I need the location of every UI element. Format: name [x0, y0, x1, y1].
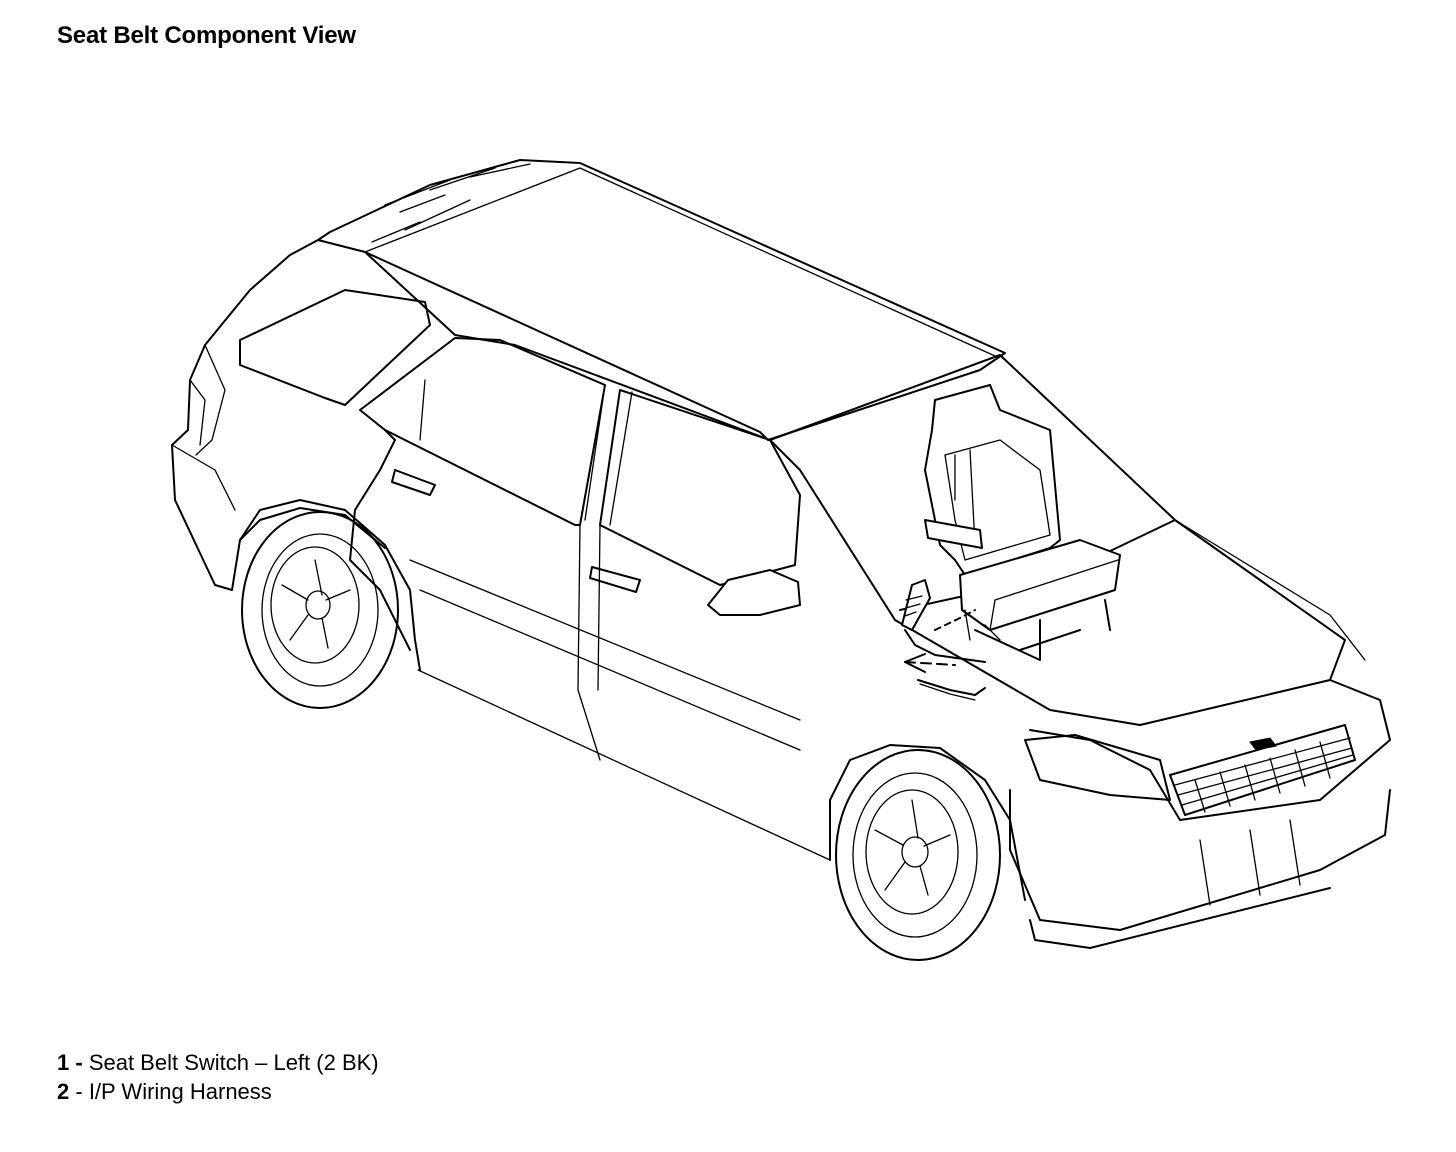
legend-separator: -	[69, 1079, 89, 1104]
legend-item-1: 1 - Seat Belt Switch – Left (2 BK)	[57, 1048, 379, 1077]
vehicle-rear	[171, 239, 431, 671]
front-grille	[1169, 724, 1356, 816]
side-mirror	[707, 569, 801, 616]
legend-separator: -	[69, 1050, 89, 1075]
vehicle-roof	[317, 159, 1006, 441]
legend-label: I/P Wiring Harness	[88, 1079, 272, 1104]
legend-label: Seat Belt Switch – Left (2 BK)	[88, 1050, 379, 1075]
front-wheel	[829, 744, 1026, 961]
vehicle-side	[349, 251, 831, 861]
legend-number: 2	[57, 1079, 70, 1104]
front-bumper	[1009, 734, 1391, 949]
ip-wiring-harness	[904, 653, 986, 701]
legend: 1 - Seat Belt Switch – Left (2 BK) 2 - I…	[57, 1048, 379, 1106]
page-title: Seat Belt Component View	[57, 22, 356, 49]
driver-seat	[924, 384, 1121, 661]
seat-belt-switch	[901, 579, 986, 663]
rear-wheel	[239, 507, 399, 709]
legend-number: 1	[57, 1050, 70, 1075]
legend-item-2: 2 - I/P Wiring Harness	[57, 1077, 379, 1106]
